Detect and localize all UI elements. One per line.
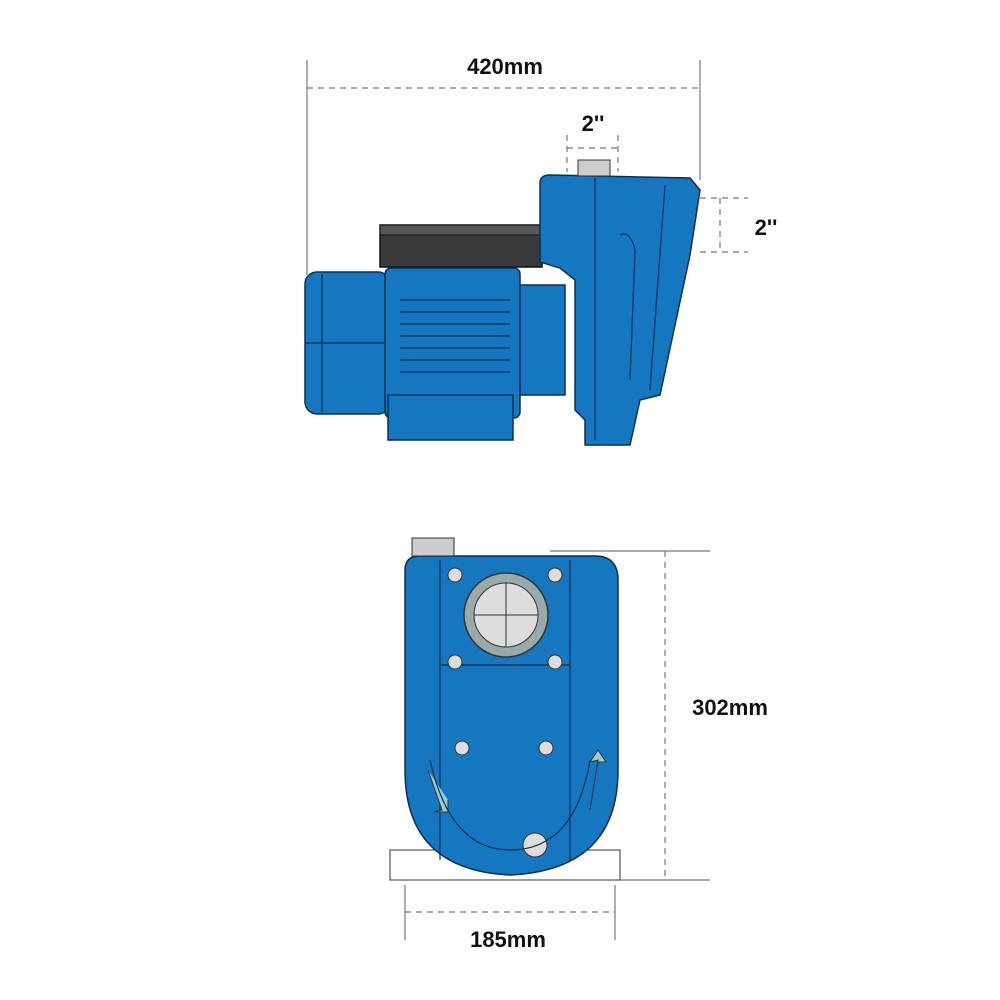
outlet-size-label: 2''	[581, 111, 605, 136]
length-dimension-lines	[306, 60, 701, 275]
bolts	[447, 567, 563, 858]
inlet-size-label: 2''	[754, 215, 778, 240]
pump-front-view	[389, 537, 621, 881]
cooling-fins	[400, 299, 510, 373]
pump-side-view	[304, 159, 701, 446]
inlet-dimension-lines	[700, 197, 748, 253]
foot-spacing-label: 185mm	[470, 927, 546, 952]
height-dimension-lines	[550, 550, 710, 881]
rotation-arrow-right	[588, 749, 607, 811]
outlet-nut	[577, 159, 611, 177]
outlet-dimension-lines	[566, 135, 619, 172]
motor-foot	[387, 394, 514, 441]
height-label: 302mm	[692, 695, 768, 720]
coupling	[519, 284, 566, 396]
overall-length-label: 420mm	[467, 54, 543, 79]
foot-spacing-dimension-lines	[404, 885, 616, 940]
fill-plug	[411, 537, 455, 557]
pump-housing	[539, 174, 701, 446]
